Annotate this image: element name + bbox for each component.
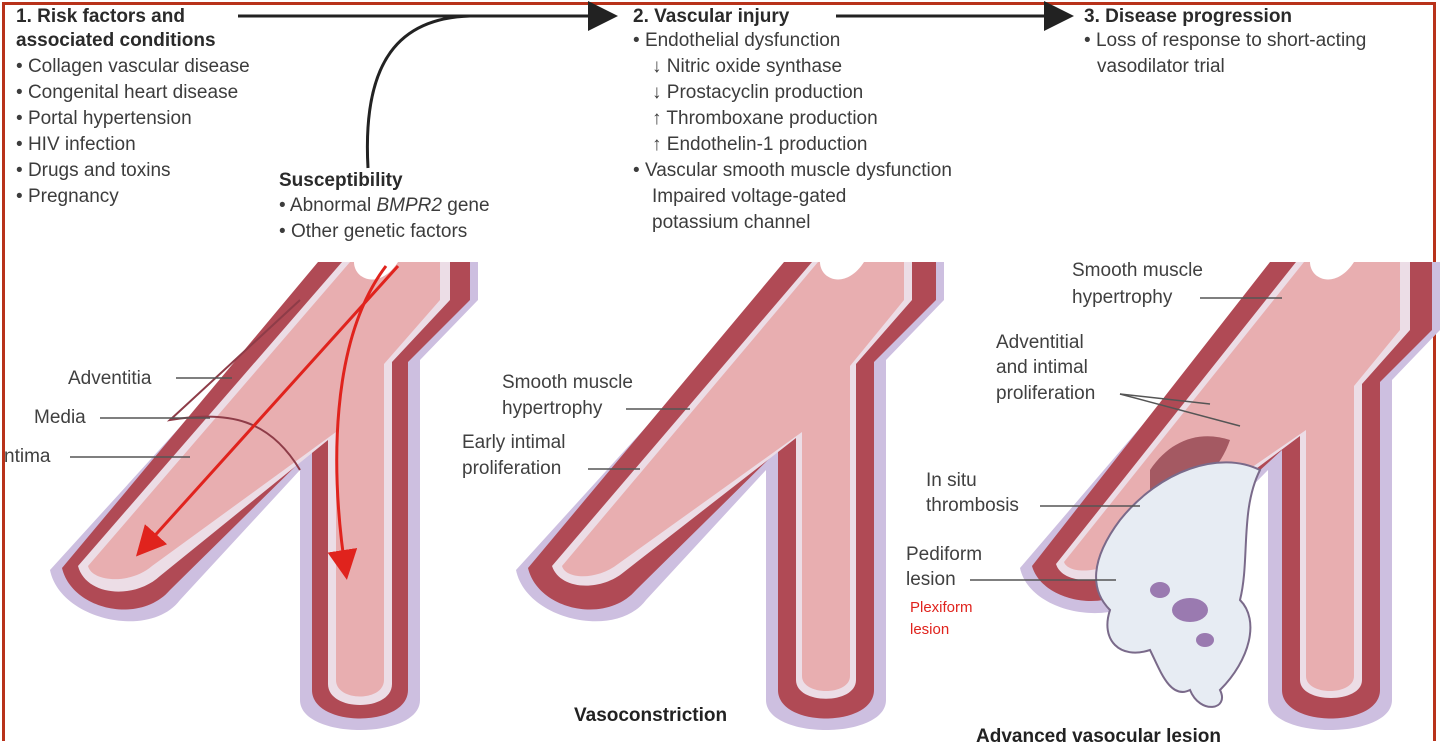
- injury-subitem: ↑ Thromboxane production: [652, 108, 878, 129]
- risk-item: • HIV infection: [16, 134, 136, 155]
- injury-subitem: ↑ Endothelin-1 production: [652, 134, 868, 155]
- progression-item-cont: vasodilator trial: [1097, 56, 1225, 77]
- risk-list: • Collagen vascular disease • Congenital…: [16, 54, 250, 210]
- progression-title: 3. Disease progression: [1084, 6, 1293, 27]
- gene-name: BMPR2: [376, 195, 442, 216]
- injury-title: 2. Vascular injury: [633, 6, 790, 27]
- susceptibility-title: Susceptibility: [279, 170, 403, 191]
- label-smooth-muscle-hypertrophy-advanced: Smooth muscle: [1072, 260, 1203, 281]
- label-adventitial-intimal-proliferation-2: and intimal: [996, 357, 1088, 378]
- caption-vasoconstriction: Vasoconstriction: [574, 705, 728, 726]
- flow-arrow-red-left: [135, 264, 400, 557]
- injury-item: • Vascular smooth muscle dysfunction: [633, 160, 952, 181]
- label-early-intimal-proliferation-cont: proliferation: [462, 458, 562, 479]
- label-in-situ-thrombosis-cont: thrombosis: [926, 495, 1019, 516]
- label-early-intimal-proliferation: Early intimal: [462, 432, 566, 453]
- label-pediform-lesion-cont: lesion: [906, 569, 956, 590]
- label-intima: ntima: [4, 446, 51, 467]
- injury-subitem: ↓ Nitric oxide synthase: [652, 56, 843, 77]
- risk-title-line1: 1. Risk factors and: [16, 6, 185, 27]
- risk-item: • Drugs and toxins: [16, 160, 171, 181]
- susceptibility-item: • Other genetic factors: [279, 221, 468, 242]
- risk-item: • Pregnancy: [16, 186, 119, 207]
- vessel-advanced: [970, 262, 1440, 730]
- label-smooth-muscle-hypertrophy-cont: hypertrophy: [502, 398, 603, 419]
- risk-item: • Collagen vascular disease: [16, 56, 250, 77]
- label-adventitia: Adventitia: [68, 368, 152, 389]
- susceptibility-arrow: [365, 14, 471, 169]
- label-smooth-muscle-hypertrophy-advanced-cont: hypertrophy: [1072, 287, 1173, 308]
- injury-item: • Endothelial dysfunction: [633, 30, 841, 51]
- risk-item: • Portal hypertension: [16, 108, 192, 129]
- label-adventitial-intimal-proliferation-3: proliferation: [996, 383, 1096, 404]
- label-smooth-muscle-hypertrophy: Smooth muscle: [502, 372, 633, 393]
- caption-advanced-lesion: Advanced vasocular lesion: [976, 726, 1221, 747]
- injury-subitem: ↓ Prostacyclin production: [652, 82, 864, 103]
- vessel-normal: [50, 262, 478, 730]
- vessel-vasoconstriction: [516, 262, 944, 730]
- label-pediform-lesion: Pediform: [906, 544, 983, 565]
- plexiform-lesion: [1095, 461, 1262, 708]
- annotation-plexiform-lesion: Plexiform: [910, 599, 973, 616]
- annotation-plexiform-lesion-cont: lesion: [910, 621, 950, 638]
- risk-item: • Congenital heart disease: [16, 82, 239, 103]
- label-in-situ-thrombosis: In situ: [926, 470, 977, 491]
- flow-arrow-red-right: [327, 265, 388, 580]
- progression-item: • Loss of response to short-acting: [1084, 30, 1367, 51]
- risk-title-line2: associated conditions: [16, 30, 216, 51]
- label-adventitial-intimal-proliferation: Adventitial: [996, 332, 1084, 353]
- susceptibility-item: • Abnormal BMPR2 gene: [279, 195, 490, 216]
- injury-subitem: potassium channel: [652, 212, 811, 233]
- injury-subitem: Impaired voltage-gated: [652, 186, 847, 207]
- label-media: Media: [34, 407, 86, 428]
